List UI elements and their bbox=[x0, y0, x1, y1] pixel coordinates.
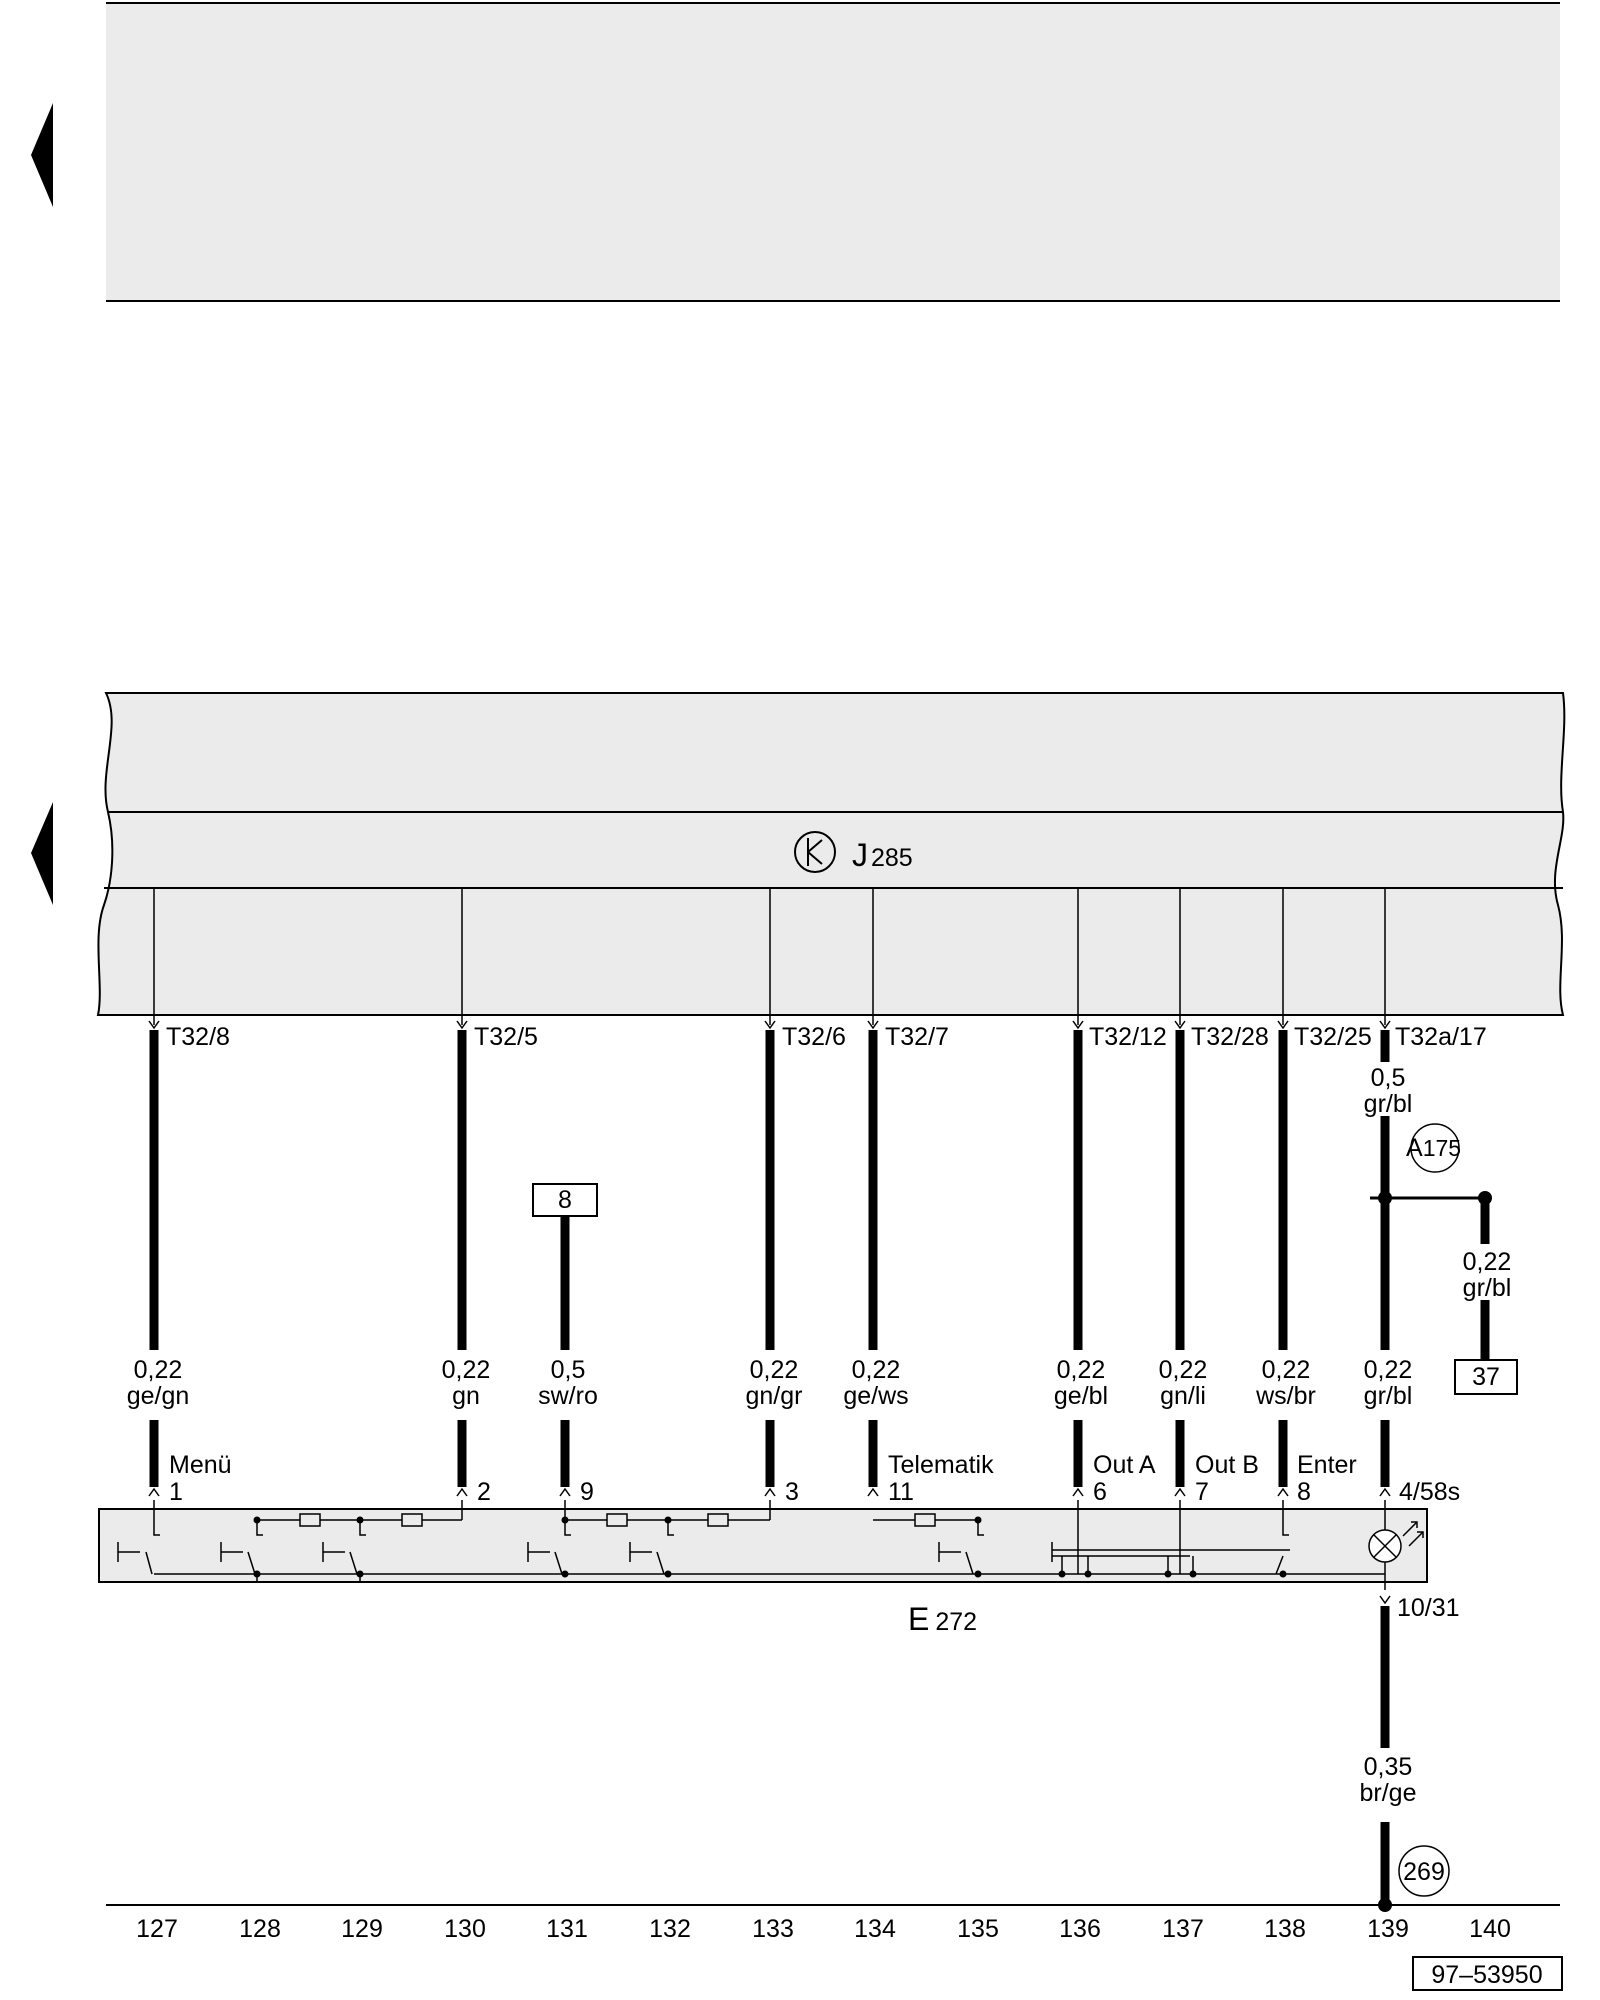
branch-wire-size: 0,22 bbox=[1463, 1248, 1512, 1276]
wire-t32a-17: T32a/17 0,5 gr/bl A175 0,22 gr/bl 37 0,2… bbox=[1364, 888, 1518, 1506]
lamp-icon bbox=[1368, 1500, 1424, 1590]
wire-size: 0,5 bbox=[1371, 1064, 1406, 1092]
pin-label: T32/25 bbox=[1294, 1023, 1372, 1051]
pin-label: T32/28 bbox=[1191, 1023, 1269, 1051]
wire-ground: 10/31 0,35 br/ge 269 bbox=[1360, 1594, 1460, 1912]
track-number: 132 bbox=[649, 1915, 691, 1943]
track-number: 135 bbox=[957, 1915, 999, 1943]
track-number: 134 bbox=[854, 1915, 896, 1943]
wire-t32-7: T32/7 0,22 ge/ws Telematik 11 bbox=[843, 888, 994, 1506]
wire-size: 0,22 bbox=[134, 1356, 183, 1384]
wire-color: ge/ws bbox=[843, 1382, 908, 1410]
track-number: 138 bbox=[1264, 1915, 1306, 1943]
terminal-number: 1 bbox=[169, 1478, 183, 1506]
top-panel bbox=[106, 2, 1560, 302]
figure-id: 97–53950 bbox=[1412, 1956, 1563, 1991]
wire-size: 0,22 bbox=[1364, 1356, 1413, 1384]
wire-color: ge/gn bbox=[127, 1382, 190, 1410]
wire-color: ge/bl bbox=[1054, 1382, 1108, 1410]
previous-page-arrow-top[interactable] bbox=[31, 103, 53, 207]
terminal-number: 8 bbox=[1297, 1478, 1311, 1506]
terminal-name: Telematik bbox=[888, 1451, 994, 1479]
track-number: 128 bbox=[239, 1915, 281, 1943]
pin-label: T32/8 bbox=[166, 1023, 230, 1051]
pin-label: T32/5 bbox=[474, 1023, 538, 1051]
pin-label: T32/6 bbox=[782, 1023, 846, 1051]
terminal-number: 11 bbox=[888, 1478, 914, 1506]
wire-size: 0,22 bbox=[1262, 1356, 1311, 1384]
wire-color: gn/gr bbox=[746, 1382, 803, 1410]
reference-number: 8 bbox=[558, 1186, 572, 1214]
wire-t32-5: T32/5 0,22 gn 2 bbox=[442, 888, 538, 1506]
track-number: 140 bbox=[1469, 1915, 1511, 1943]
wire-t32-6: T32/6 0,22 gn/gr 3 bbox=[746, 888, 846, 1506]
wire-color: sw/ro bbox=[538, 1382, 598, 1410]
wire-size: 0,22 bbox=[1057, 1356, 1106, 1384]
terminal-number: 10/31 bbox=[1397, 1594, 1460, 1622]
svg-text:A175: A175 bbox=[1406, 1134, 1461, 1162]
track-number: 130 bbox=[444, 1915, 486, 1943]
terminal-name: Enter bbox=[1297, 1451, 1357, 1479]
wire-color: gn bbox=[452, 1382, 480, 1410]
wire-t32-8: T32/8 0,22 ge/gn Menü 1 bbox=[127, 888, 232, 1506]
track-number: 127 bbox=[136, 1915, 178, 1943]
wire-size: 0,22 bbox=[1159, 1356, 1208, 1384]
track-number: 129 bbox=[341, 1915, 383, 1943]
reference-number: 37 bbox=[1472, 1363, 1500, 1391]
svg-text:97–53950: 97–53950 bbox=[1431, 1961, 1542, 1989]
terminal-name: Out A bbox=[1093, 1451, 1156, 1479]
branch-wire-color: gr/bl bbox=[1463, 1274, 1512, 1302]
svg-text:269: 269 bbox=[1403, 1858, 1445, 1886]
track-number: 131 bbox=[546, 1915, 588, 1943]
electronics-symbol-icon bbox=[794, 831, 836, 873]
terminal-number: 7 bbox=[1195, 1478, 1209, 1506]
wire-color: gr/bl bbox=[1364, 1382, 1413, 1410]
terminal-number: 9 bbox=[580, 1478, 594, 1506]
wire-size: 0,22 bbox=[852, 1356, 901, 1384]
wire-ref-8: 8 0,5 sw/ro 9 bbox=[532, 1183, 598, 1506]
wire-t32-28: T32/28 0,22 gn/li Out B 7 bbox=[1159, 888, 1269, 1506]
previous-page-arrow-bottom[interactable] bbox=[31, 802, 53, 905]
pin-label: T32/12 bbox=[1089, 1023, 1167, 1051]
terminal-name: Out B bbox=[1195, 1451, 1259, 1479]
track-number: 137 bbox=[1162, 1915, 1204, 1943]
wire-t32-12: T32/12 0,22 ge/bl Out A 6 bbox=[1054, 888, 1167, 1506]
junction-dot bbox=[1378, 1191, 1392, 1205]
track-number: 136 bbox=[1059, 1915, 1101, 1943]
wire-color: ws/br bbox=[1255, 1382, 1316, 1410]
reference-box bbox=[1454, 1359, 1518, 1395]
wire-size: 0,5 bbox=[551, 1356, 586, 1384]
pin-label: T32/7 bbox=[885, 1023, 949, 1051]
wire-size: 0,22 bbox=[750, 1356, 799, 1384]
wire-color: gn/li bbox=[1160, 1382, 1206, 1410]
ground-reference: 269 bbox=[1398, 1845, 1450, 1897]
track-axis: 127 128 129 130 131 132 133 134 135 136 … bbox=[106, 1904, 1560, 1943]
terminal-number: 6 bbox=[1093, 1478, 1107, 1506]
reference-box bbox=[532, 1183, 598, 1217]
wire-color: br/ge bbox=[1360, 1779, 1417, 1807]
wire-size: 0,22 bbox=[442, 1356, 491, 1384]
terminal-number: 3 bbox=[785, 1478, 799, 1506]
wire-size: 0,35 bbox=[1364, 1753, 1413, 1781]
wire-color: gr/bl bbox=[1364, 1090, 1413, 1118]
wire-t32-25: T32/25 0,22 ws/br Enter 8 bbox=[1255, 888, 1372, 1506]
terminal-number: 4/58s bbox=[1399, 1478, 1460, 1506]
track-number: 139 bbox=[1367, 1915, 1409, 1943]
terminal-name: Menü bbox=[169, 1451, 232, 1479]
pin-label: T32a/17 bbox=[1395, 1023, 1487, 1051]
track-number: 133 bbox=[752, 1915, 794, 1943]
terminal-number: 2 bbox=[477, 1478, 491, 1506]
connector-a175: A175 bbox=[1406, 1123, 1461, 1173]
